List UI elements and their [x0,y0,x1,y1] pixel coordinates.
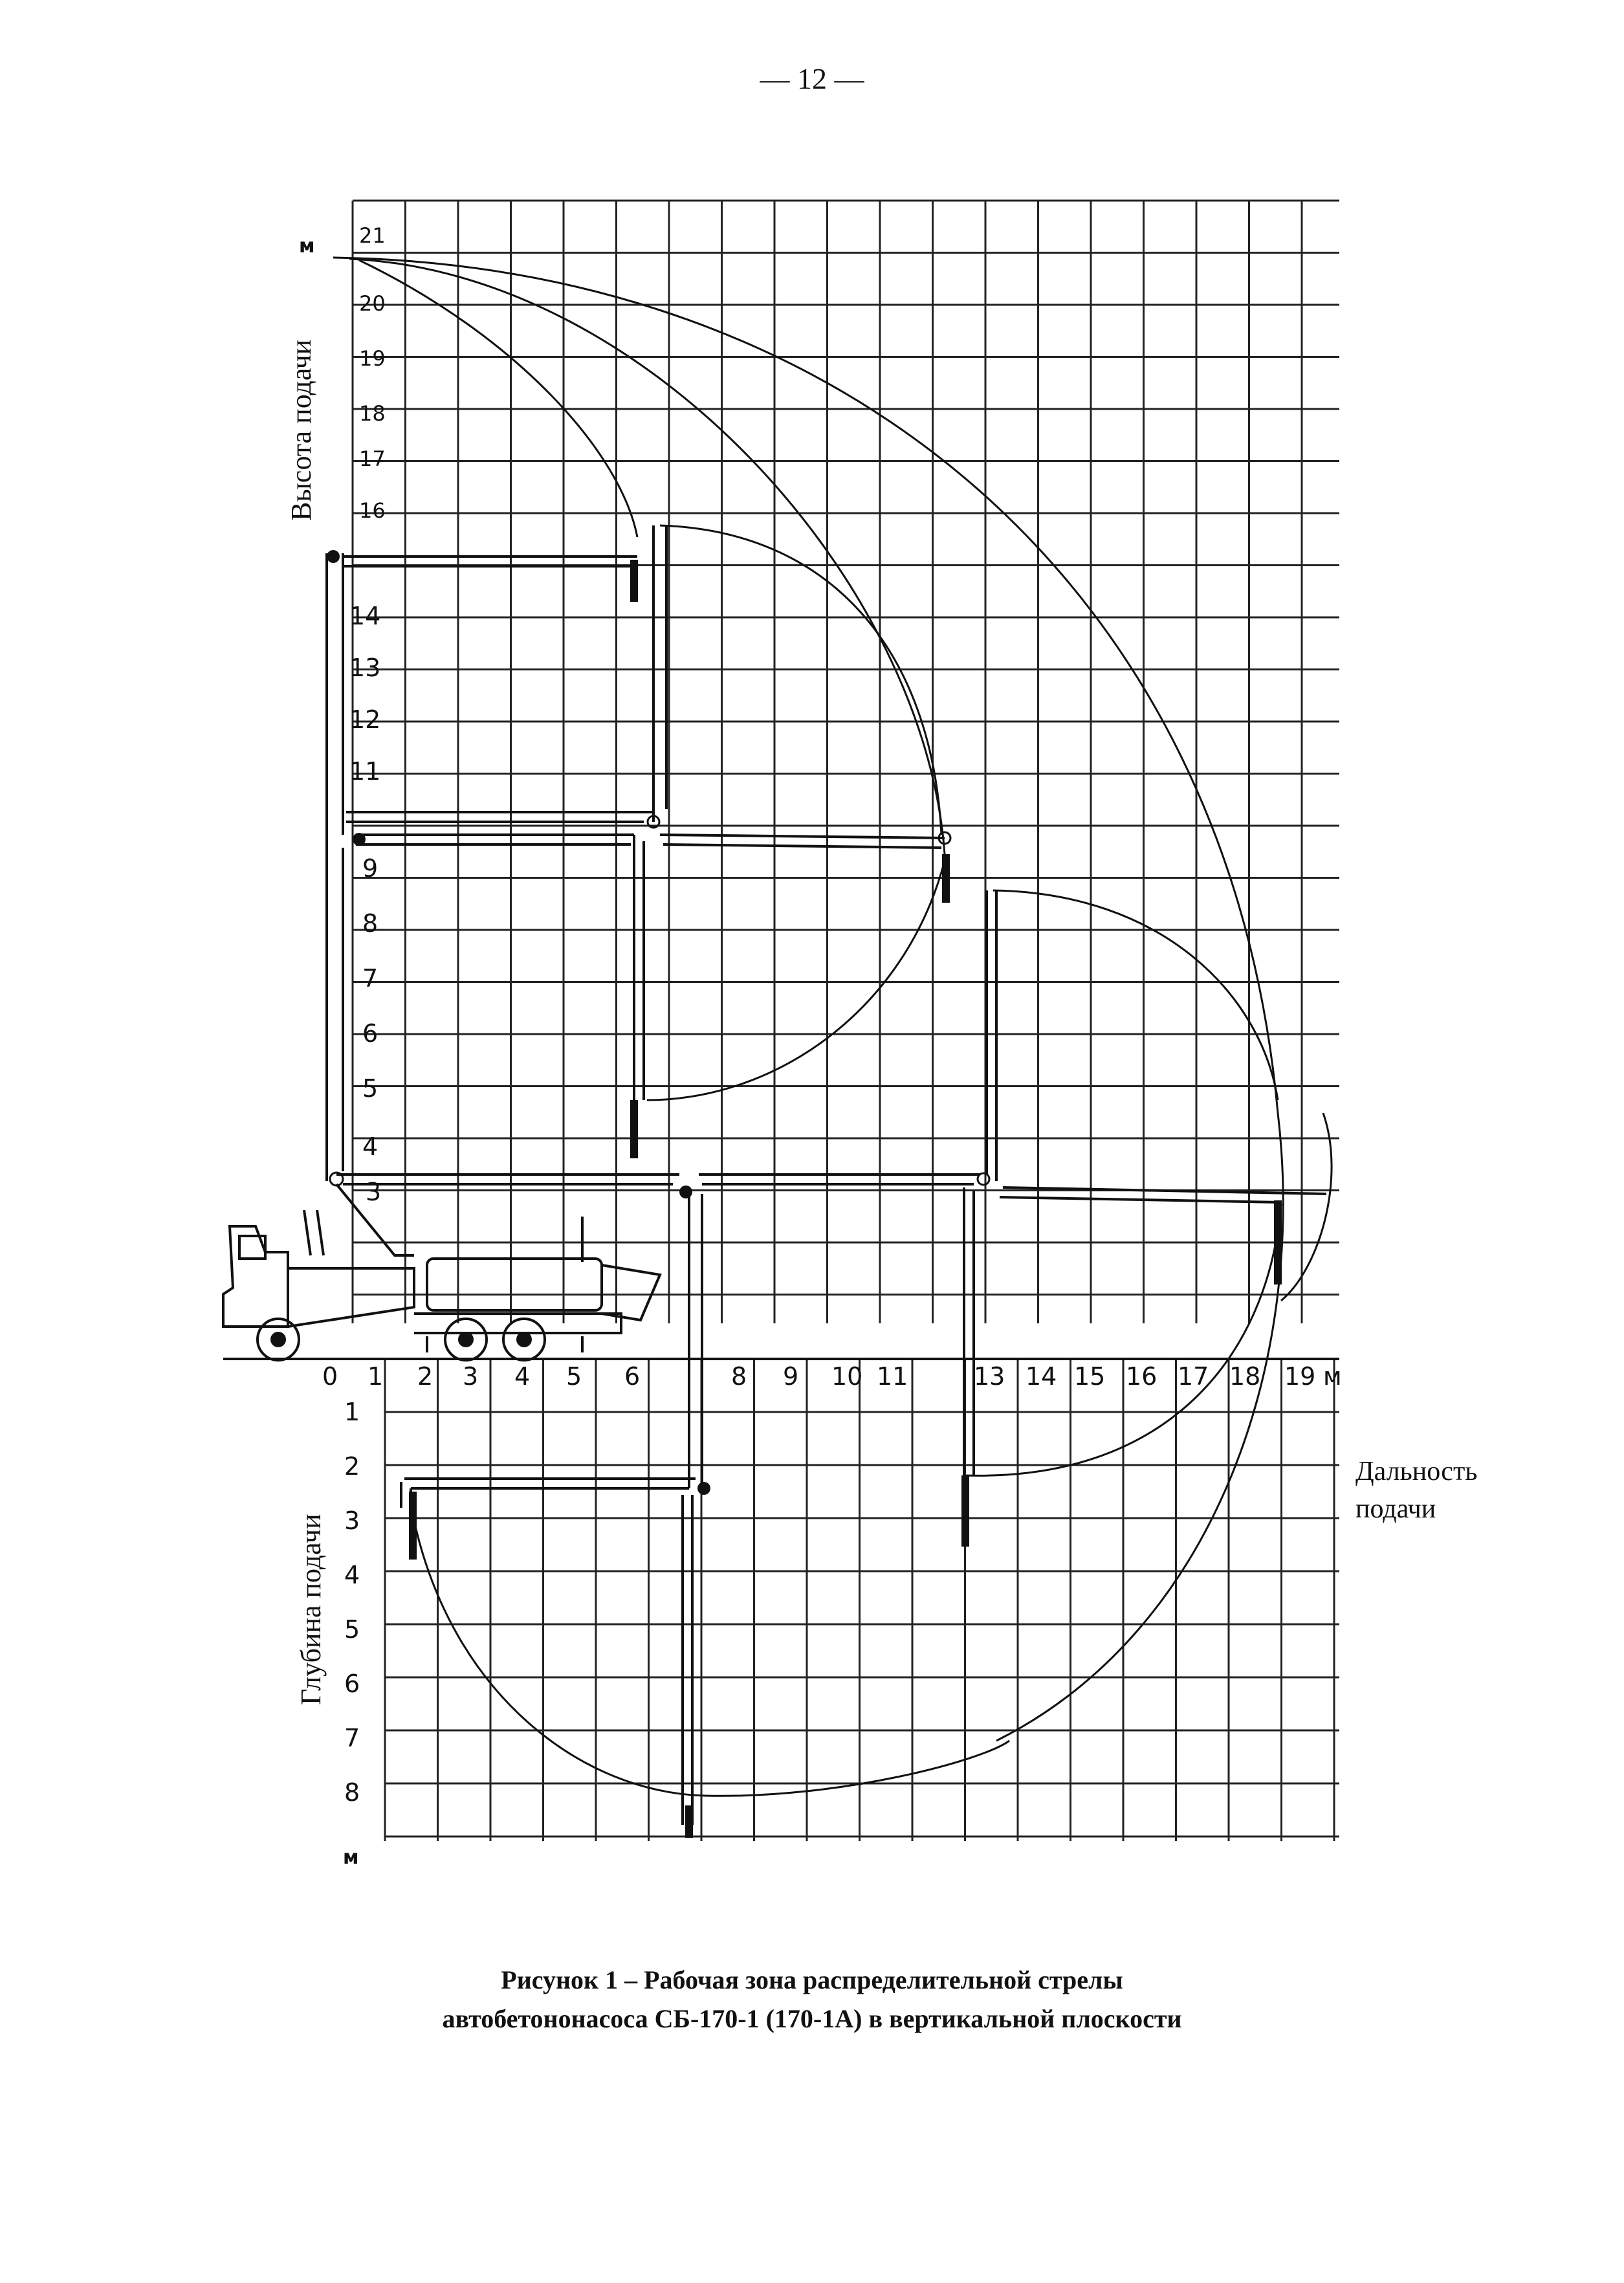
envelope-arc-lower-right [963,1203,1282,1477]
range-tick-label: 16 [1126,1362,1157,1391]
range-tick-label: 19 [1284,1362,1315,1391]
height-tick-label: 8 [362,909,378,938]
envelope-arc-16 [659,524,943,835]
range-axis-title-line2: подачи [1355,1494,1436,1524]
depth-tick-label: 6 [344,1670,360,1698]
wheel-icon [256,1318,300,1362]
height-tick-label: 7 [362,964,378,993]
joint-icon [697,1482,710,1495]
range-tick-label: 9 [783,1362,798,1391]
range-unit: м [1323,1362,1342,1391]
wheel-icon [444,1318,488,1362]
height-tick-label: 12 [349,705,380,734]
boom-joints [327,550,991,1495]
depth-tick-label: 4 [344,1561,360,1589]
caption-line-2: автобетононасоса СБ-170-1 (170-1А) в вер… [442,2004,1182,2033]
depth-tick-label: 5 [344,1615,360,1644]
height-tick-label: 14 [349,602,380,630]
envelope-arc-9 [646,860,946,1101]
height-tick-label: 13 [349,654,380,682]
range-tick-label: 13 [974,1362,1005,1391]
range-tick-label: 2 [417,1362,433,1391]
depth-tick-label: 8 [344,1778,360,1807]
range-tick-label: 4 [514,1362,530,1391]
height-tick-label: 17 [359,447,386,471]
envelope-arc-middle [349,258,946,855]
joint-icon [353,833,366,846]
depth-tick-labels: 1 2 3 4 5 6 7 8 [344,1398,360,1807]
range-tick-label: 15 [1074,1362,1105,1391]
envelope-arc-outer [333,256,1284,1742]
joint-icon [327,550,340,563]
depth-tick-label: 2 [344,1452,360,1481]
range-tick-label: 10 [831,1362,862,1391]
range-tick-label: 5 [566,1362,582,1391]
envelope-arc-inner [358,259,639,538]
joint-icon [976,1172,991,1186]
height-unit: м [299,235,315,258]
boom-positions [325,525,1327,1825]
height-tick-label: 11 [349,757,380,786]
joint-icon [938,831,952,845]
height-tick-label: 21 [359,223,386,248]
range-tick-label: 18 [1229,1362,1260,1391]
grid [351,199,1339,1841]
concrete-pump-truck-icon [222,1183,662,1362]
range-tick-label: 3 [463,1362,478,1391]
height-tick-label: 4 [362,1132,378,1161]
range-tick-label: 14 [1026,1362,1057,1391]
height-tick-label: 3 [366,1178,381,1206]
height-tick-label: 16 [359,498,386,523]
range-tick-label: 0 [322,1362,338,1391]
height-tick-label: 9 [362,854,378,883]
caption-line-1: Рисунок 1 – Рабочая зона распределительн… [501,1965,1123,1994]
wheel-icon [502,1318,546,1362]
range-tick-label: 6 [624,1362,640,1391]
page-number: — 12 — [760,62,864,95]
envelope-arc-9b [993,889,1279,1101]
figure-caption: Рисунок 1 – Рабочая зона распределительн… [0,1961,1624,2038]
envelope-arc-right-edge [1280,1112,1333,1302]
end-hoses [409,560,1282,1838]
height-tick-label: 6 [362,1019,378,1048]
depth-tick-label: 7 [344,1724,360,1752]
range-tick-label: 11 [877,1362,908,1391]
range-tick-labels: 0 1 2 3 4 5 6 8 9 10 11 13 14 15 16 17 18 19 [322,1362,1315,1391]
height-tick-label: 20 [359,291,386,316]
envelope-arc-depth [413,1520,1010,1797]
reach-envelopes [333,256,1333,1797]
depth-tick-label: 3 [344,1506,360,1535]
range-axis-title: Дальность подачи [1355,1453,1477,1528]
height-tick-labels: 21 20 19 18 17 16 14 13 12 11 9 8 7 6 5 4 3 [349,223,386,1206]
depth-unit: м [343,1846,359,1869]
height-axis-title: Высота подачи [285,340,317,521]
height-tick-label: 5 [362,1074,378,1103]
joint-icon [679,1186,692,1198]
range-axis-title-line1: Дальность [1355,1457,1478,1486]
height-tick-label: 18 [359,401,386,426]
depth-axis-title: Глубина подачи [295,1514,327,1705]
depth-tick-label: 1 [344,1398,360,1426]
range-tick-label: 1 [368,1362,383,1391]
joint-icon [646,815,661,829]
height-tick-label: 19 [359,346,386,371]
range-tick-label: 17 [1178,1362,1209,1391]
range-tick-label: 8 [731,1362,747,1391]
